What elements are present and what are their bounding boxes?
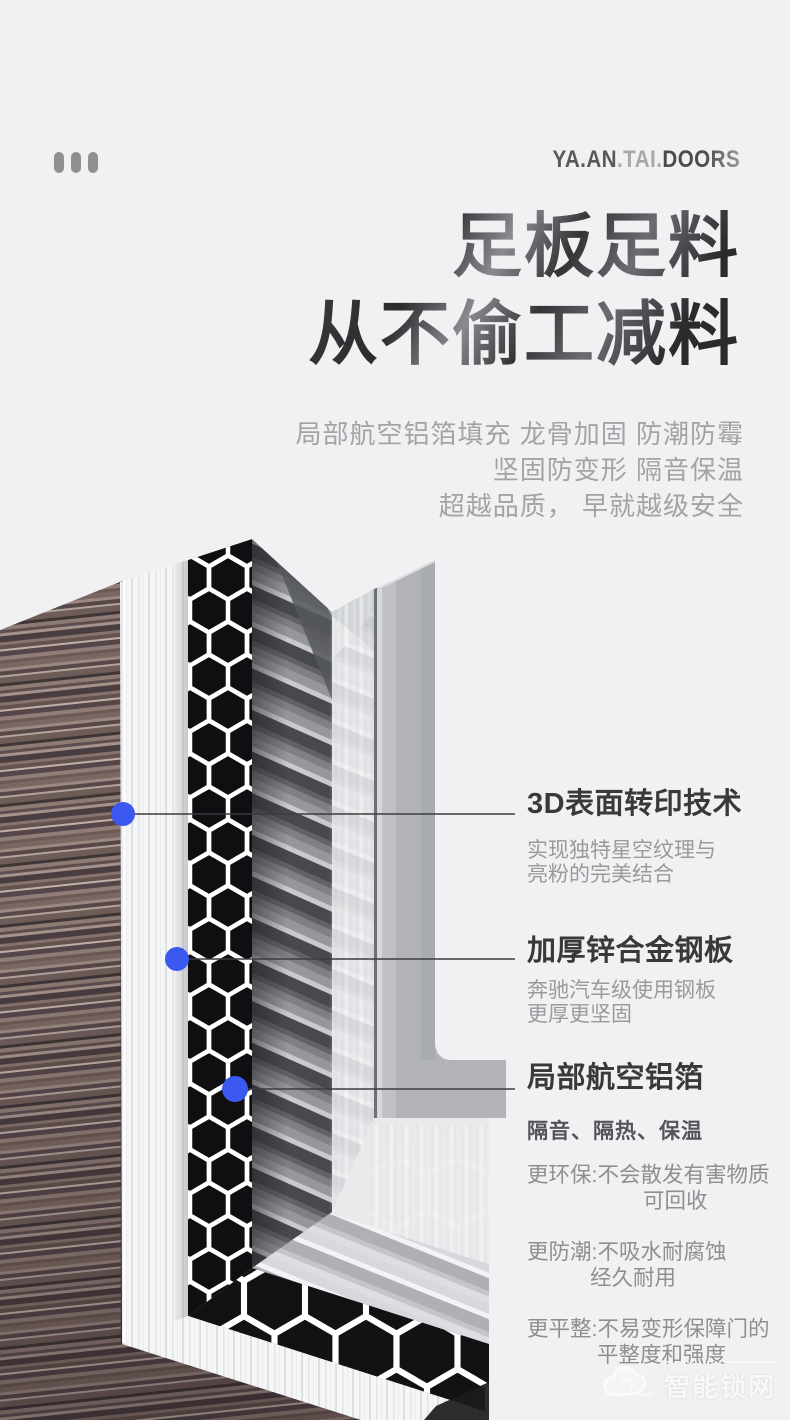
inner-panel-highlight bbox=[382, 580, 396, 1118]
callout-desc-line: 更厚更坚固 bbox=[527, 1003, 632, 1026]
inner-panel-top-edge bbox=[381, 560, 436, 588]
callout-markers bbox=[111, 802, 515, 1102]
callout-aluminum-foil: 局部航空铝箔 隔音、隔热、保温 更环保:不会散发有害物质 可回收 更防潮:不吸水… bbox=[527, 1064, 769, 1368]
blur-strip-fins bbox=[332, 612, 374, 1212]
panel-edge-highlight bbox=[377, 587, 383, 1118]
steel-plate-shadow bbox=[172, 560, 188, 1322]
cloud-icon bbox=[603, 1365, 655, 1396]
inner-panel bbox=[382, 560, 506, 1118]
callout-heading: 3D表面转印技术 bbox=[527, 788, 743, 820]
brand-part-dark: YA.AN bbox=[552, 146, 617, 173]
honeycomb-layer bbox=[188, 539, 252, 1316]
watermark-text: 智能锁网 bbox=[663, 1372, 776, 1402]
callout-desc-line: 奔驰汽车级使用钢板 bbox=[527, 979, 716, 1002]
feature-line: 更防潮:不吸水耐腐蚀 bbox=[527, 1240, 727, 1264]
panel-seam-line bbox=[374, 588, 378, 1118]
brand-logo: YA.AN.TAI.DOORS bbox=[552, 146, 740, 174]
callout-3d-surface: 3D表面转印技术 实现独特星空纹理与 亮粉的完美结合 bbox=[527, 790, 742, 887]
top-fin-plate bbox=[252, 539, 332, 700]
callout-dot-3 bbox=[222, 1076, 248, 1102]
corrugated-core-shading bbox=[252, 539, 332, 1268]
steel-plate-bottom-band bbox=[122, 1316, 506, 1420]
bottom-corner-shadow bbox=[424, 1382, 489, 1420]
wood-shading bbox=[0, 581, 430, 1420]
subtitle: 局部航空铝箔填充 龙骨加固 防潮防霉 坚固防变形 隔音保温 超越品质， 早就越级… bbox=[296, 416, 744, 524]
dot bbox=[88, 152, 98, 173]
dot bbox=[71, 152, 81, 173]
feature-item: 更环保:不会散发有害物质 可回收 bbox=[527, 1162, 769, 1214]
subtitle-line-3: 超越品质， 早就越级安全 bbox=[438, 491, 744, 521]
callout-desc-line: 实现独特星空纹理与 bbox=[527, 839, 716, 862]
brand-part-light: .TAI. bbox=[616, 146, 663, 173]
feature-item: 更平整:不易变形保障门的 平整度和强度 bbox=[527, 1316, 769, 1368]
steel-plate-layer bbox=[120, 560, 188, 1344]
subtitle-line-1: 局部航空铝箔填充 龙骨加固 防潮防霉 bbox=[295, 419, 744, 449]
callout-steel-plate: 加厚锌合金钢板 奔驰汽车级使用钢板 更厚更坚固 bbox=[527, 937, 734, 1027]
dot bbox=[54, 152, 64, 173]
callout-heading: 局部航空铝箔 bbox=[527, 1062, 705, 1094]
callout-dot-2 bbox=[165, 947, 189, 971]
watermark-url-line bbox=[663, 1361, 776, 1363]
feature-line: 平整度和强度 bbox=[597, 1343, 727, 1367]
feature-list: 更环保:不会散发有害物质 可回收 更防潮:不吸水耐腐蚀 经久耐用 更平整:不易变… bbox=[527, 1162, 769, 1368]
feature-line: 经久耐用 bbox=[590, 1266, 677, 1290]
menu-dots-icon bbox=[54, 152, 98, 173]
honeycomb-bottom-band bbox=[188, 1268, 506, 1420]
inner-panel-shade bbox=[421, 562, 435, 1060]
callout-heading: 加厚锌合金钢板 bbox=[527, 935, 734, 967]
callout-tagline: 隔音、隔热、保温 bbox=[527, 1120, 703, 1143]
watermark: 智能锁网 bbox=[602, 1361, 776, 1404]
brand-part-dark2: DOORS bbox=[662, 146, 740, 173]
core-fins-bottom-band bbox=[252, 1212, 506, 1386]
subtitle-line-2: 坚固防变形 隔音保温 bbox=[492, 455, 744, 485]
callout-desc-line: 亮粉的完美结合 bbox=[527, 863, 674, 886]
feature-line: 可回收 bbox=[643, 1189, 708, 1213]
feature-line: 更平整:不易变形保障门的 bbox=[527, 1317, 770, 1341]
feature-line: 更环保:不会散发有害物质 bbox=[527, 1163, 770, 1187]
callout-dot-1 bbox=[111, 802, 135, 826]
feature-item: 更防潮:不吸水耐腐蚀 经久耐用 bbox=[527, 1239, 769, 1291]
